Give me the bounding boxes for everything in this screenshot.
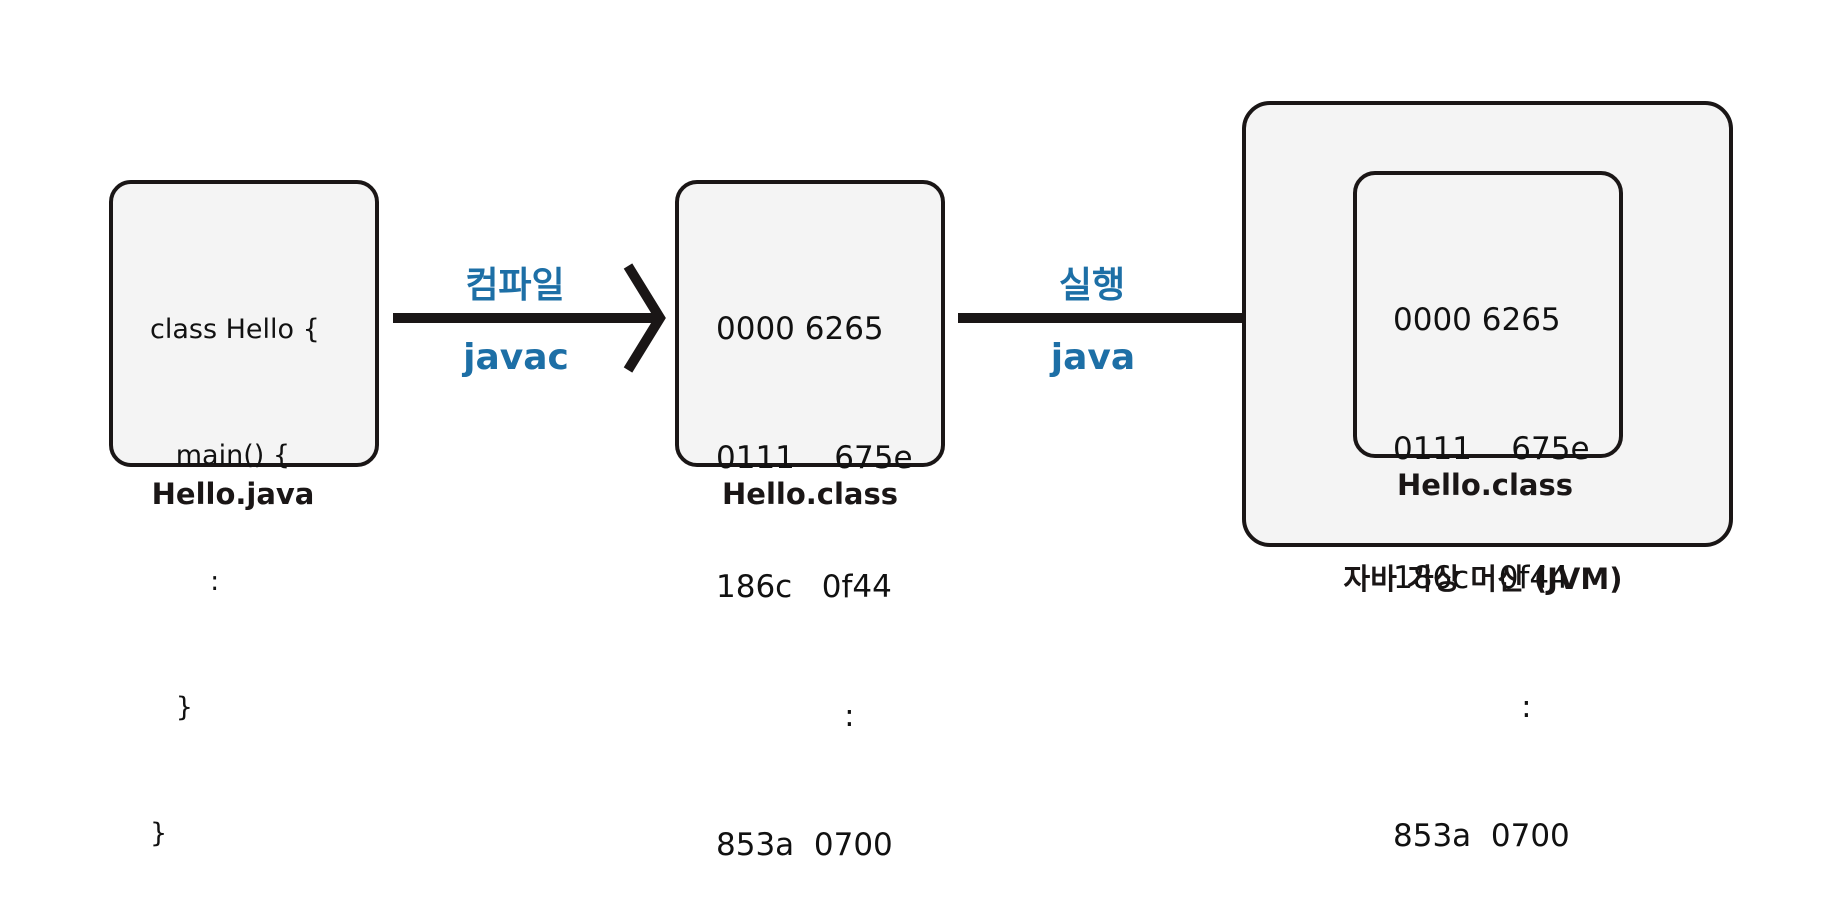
code-line: main() {: [150, 440, 291, 471]
code-line: :: [150, 566, 220, 597]
hex-line: 853a 0700: [1393, 818, 1570, 854]
jvm-class-box: [1353, 171, 1623, 458]
jvm-caption: 자바 가상 머신 (JVM): [1343, 562, 1623, 596]
hex-line: :: [1393, 689, 1532, 725]
code-line: }: [150, 692, 193, 723]
hex-line: 0111 675e: [716, 440, 913, 476]
source-file-caption: Hello.java: [151, 477, 315, 511]
jvm-class-caption: Hello.class: [1397, 468, 1573, 502]
javac-label: javac: [463, 337, 569, 378]
java-label: java: [1050, 337, 1136, 378]
source-code: class Hello { main() { : } }: [150, 225, 320, 897]
code-line: }: [150, 818, 168, 849]
hex-line: 853a 0700: [716, 827, 893, 863]
bytecode-hex: 0000 6265 0111 675e 186c 0f44 : 853a 070…: [716, 222, 913, 910]
hex-line: 0000 6265: [1393, 302, 1561, 338]
source-file-box: [109, 180, 379, 467]
bytecode-box: [675, 180, 945, 467]
hex-line: 186c 0f44: [1393, 560, 1569, 596]
run-label: 실행: [1058, 265, 1126, 306]
bytecode-caption: Hello.class: [722, 477, 898, 511]
code-line: class Hello {: [150, 314, 320, 345]
compile-label: 컴파일: [465, 265, 565, 306]
hex-line: 0111 675e: [1393, 431, 1590, 467]
hex-line: 0000 6265: [716, 311, 884, 347]
hex-line: 186c 0f44: [716, 569, 892, 605]
hex-line: :: [716, 698, 855, 734]
compile-arrow: [393, 263, 666, 373]
